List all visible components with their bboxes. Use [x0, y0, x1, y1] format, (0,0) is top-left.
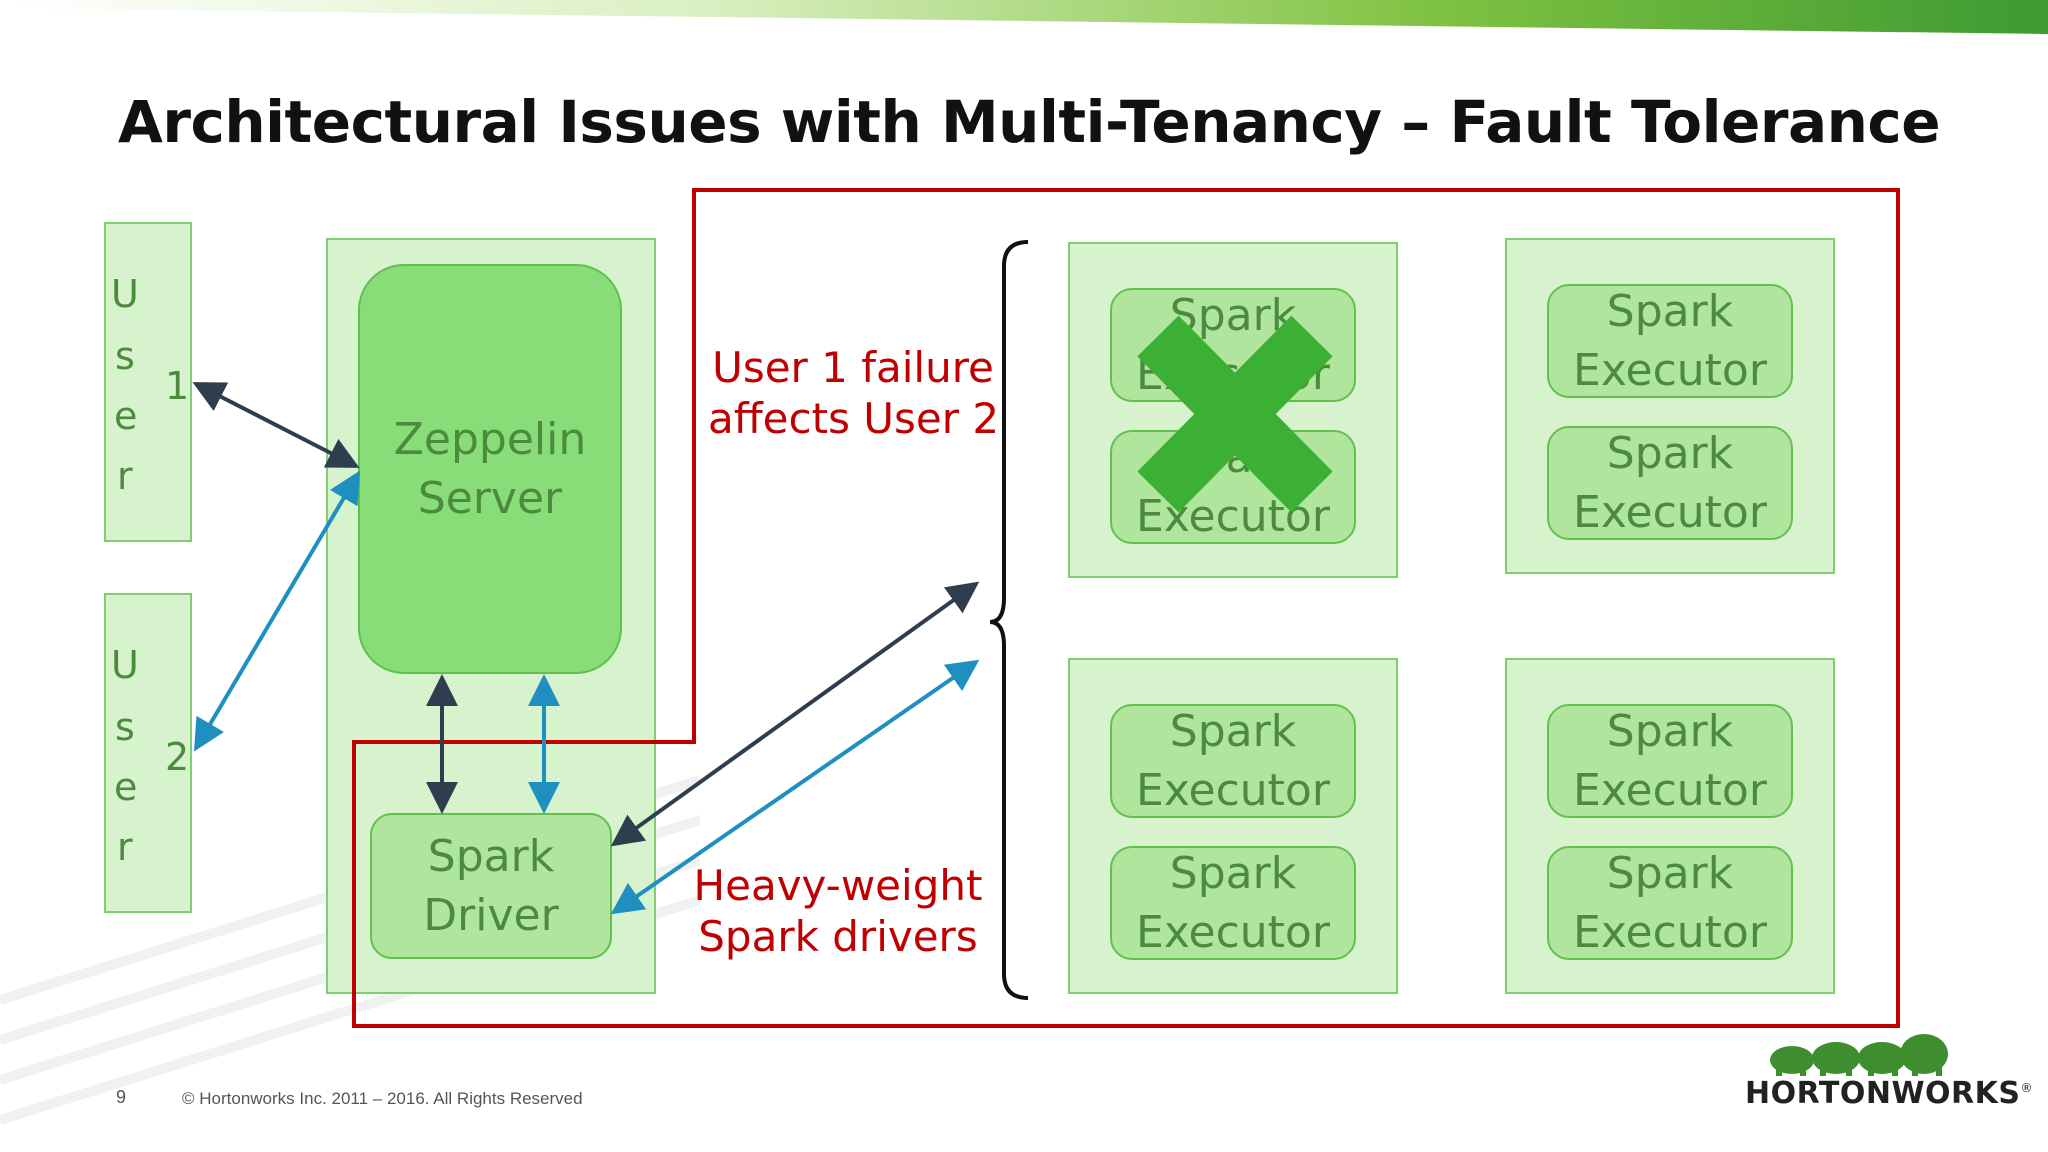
executor-5-line2: Executor — [1136, 765, 1330, 816]
logo-registered-mark: ® — [2020, 1081, 2033, 1095]
user-1-number: 1 — [165, 364, 190, 408]
zeppelin-label-line1: Zeppelin — [393, 413, 587, 465]
executor-3-line2: Executor — [1573, 345, 1767, 396]
driver-executors-arrow-blue — [610, 659, 980, 915]
user-2-letter-e: e — [114, 765, 138, 809]
executor-5-line1: Spark — [1169, 705, 1297, 757]
user-2-letter-s: s — [115, 705, 135, 749]
executor-8-line2: Executor — [1573, 907, 1767, 958]
executor-8-line1: Spark — [1606, 847, 1734, 899]
user-2-letter-u: U — [111, 643, 139, 687]
executor-6-line2: Executor — [1136, 907, 1330, 958]
failure-domain-boundary — [352, 188, 1900, 1028]
executor-box-8: Spark Executor — [1547, 846, 1793, 960]
page-number: 9 — [116, 1087, 127, 1107]
top-accent-bar — [0, 0, 2048, 34]
executor-3-line1: Spark — [1606, 285, 1734, 337]
executor-box-6: Spark Executor — [1110, 846, 1356, 960]
executor-box-4: Spark Executor — [1547, 426, 1793, 540]
failure-annotation: User 1 failure affects User 2 — [708, 342, 1000, 444]
zeppelin-server-box: Zeppelin Server — [358, 264, 622, 674]
copyright-text: © Hortonworks Inc. 2011 – 2016. All Righ… — [182, 1089, 583, 1108]
drivers-annotation-line2: Spark drivers — [698, 912, 978, 962]
user-2-letter-r: r — [117, 825, 133, 869]
driver-executors-arrow-dark — [610, 581, 980, 847]
executor-box-7: Spark Executor — [1547, 704, 1793, 818]
executor-box-5: Spark Executor — [1110, 704, 1356, 818]
executor-6-line1: Spark — [1169, 847, 1297, 899]
user-2-box — [104, 593, 192, 913]
executor-box-3: Spark Executor — [1547, 284, 1793, 398]
driver-label-line1: Spark — [427, 830, 555, 882]
executors-brace — [989, 240, 1029, 1000]
executor-4-line1: Spark — [1606, 427, 1734, 479]
executor-7-line1: Spark — [1606, 705, 1734, 757]
user-1-zeppelin-arrow — [192, 382, 360, 468]
user-1-letter-s: s — [115, 334, 135, 378]
spark-driver-box: Spark Driver — [370, 813, 612, 959]
failure-x-icon — [1137, 315, 1333, 513]
driver-label-line2: Driver — [423, 890, 559, 941]
hortonworks-logo-text: HORTONWORKS® — [1745, 1076, 2033, 1111]
failure-annotation-line1: User 1 failure — [712, 343, 994, 392]
user-1-box — [104, 222, 192, 542]
user-1-letter-r: r — [117, 454, 133, 498]
executor-7-line2: Executor — [1573, 765, 1767, 816]
user-2-zeppelin-arrow — [193, 470, 361, 752]
failure-annotation-line2: affects User 2 — [708, 394, 1000, 444]
user-1-letter-u: U — [111, 272, 139, 316]
logo-wordmark: HORTONWORKS — [1745, 1076, 2021, 1111]
user-2-number: 2 — [165, 735, 190, 779]
slide-title: Architectural Issues with Multi-Tenancy … — [118, 88, 1941, 156]
user-1-letter-e: e — [114, 394, 138, 438]
hortonworks-elephants-logo-icon — [1770, 1034, 1948, 1076]
executor-4-line2: Executor — [1573, 487, 1767, 538]
zeppelin-label-line2: Server — [417, 473, 563, 524]
